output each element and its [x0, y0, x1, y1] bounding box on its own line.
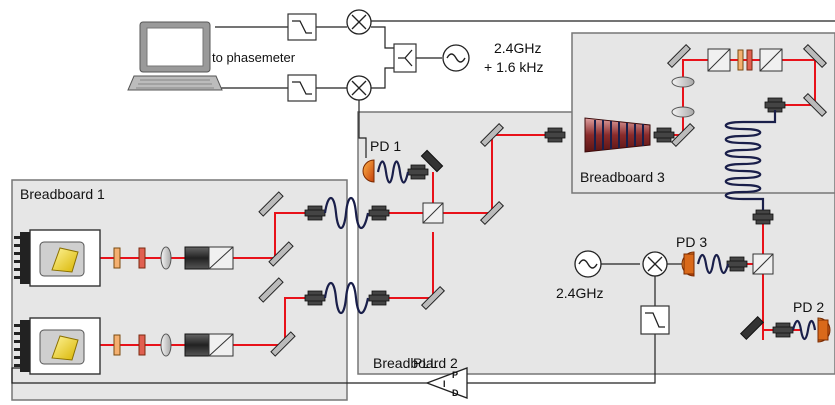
breadboard1-label: Breadboard 1: [20, 186, 105, 202]
lowpass-filter-bottom: [287, 74, 317, 102]
power-splitter: [393, 43, 417, 73]
bb1-optics-bottom: [113, 333, 234, 357]
pid-p-label: P: [452, 370, 458, 380]
lo-freq-label: 2.4GHz: [556, 285, 603, 301]
pd3-detector: [681, 251, 695, 277]
lowpass-filter-lo: [640, 305, 670, 335]
breadboard2-label: Breadboard 2: [373, 355, 458, 371]
aom-modulator: [584, 117, 651, 153]
pd1-detector: [362, 159, 375, 183]
oscillator-reference: [442, 44, 470, 72]
pd2-label: PD 2: [793, 299, 824, 315]
mixer-bottom: [346, 75, 372, 101]
computer-icon: [127, 21, 223, 91]
pid-controller: P I D: [425, 367, 468, 399]
breadboard3-label: Breadboard 3: [580, 169, 665, 185]
pid-i-label: I: [443, 379, 446, 389]
oscillator-lo: [574, 250, 602, 278]
pid-d-label: D: [452, 388, 459, 398]
laser-1: [14, 229, 101, 287]
mixer-lo: [642, 251, 668, 277]
laser-2: [14, 317, 101, 375]
pd1-label: PD 1: [370, 138, 401, 154]
to-phasemeter-label: to phasemeter: [212, 50, 296, 65]
bb2-optics: [420, 122, 774, 341]
bb1-optics-top: [113, 246, 234, 270]
pd2-detector: [817, 317, 831, 343]
fiber-coils: [323, 110, 817, 341]
mixer-top: [346, 9, 372, 35]
pd3-label: PD 3: [676, 234, 707, 250]
lowpass-filter-top: [287, 13, 317, 41]
pll-label: PLL: [413, 355, 438, 371]
bb3-optics: [666, 43, 828, 148]
ref-freq-label-line1: 2.4GHz: [494, 40, 541, 56]
mirrors-bb1: [258, 191, 296, 357]
ref-freq-label-line2: + 1.6 kHz: [484, 59, 544, 75]
